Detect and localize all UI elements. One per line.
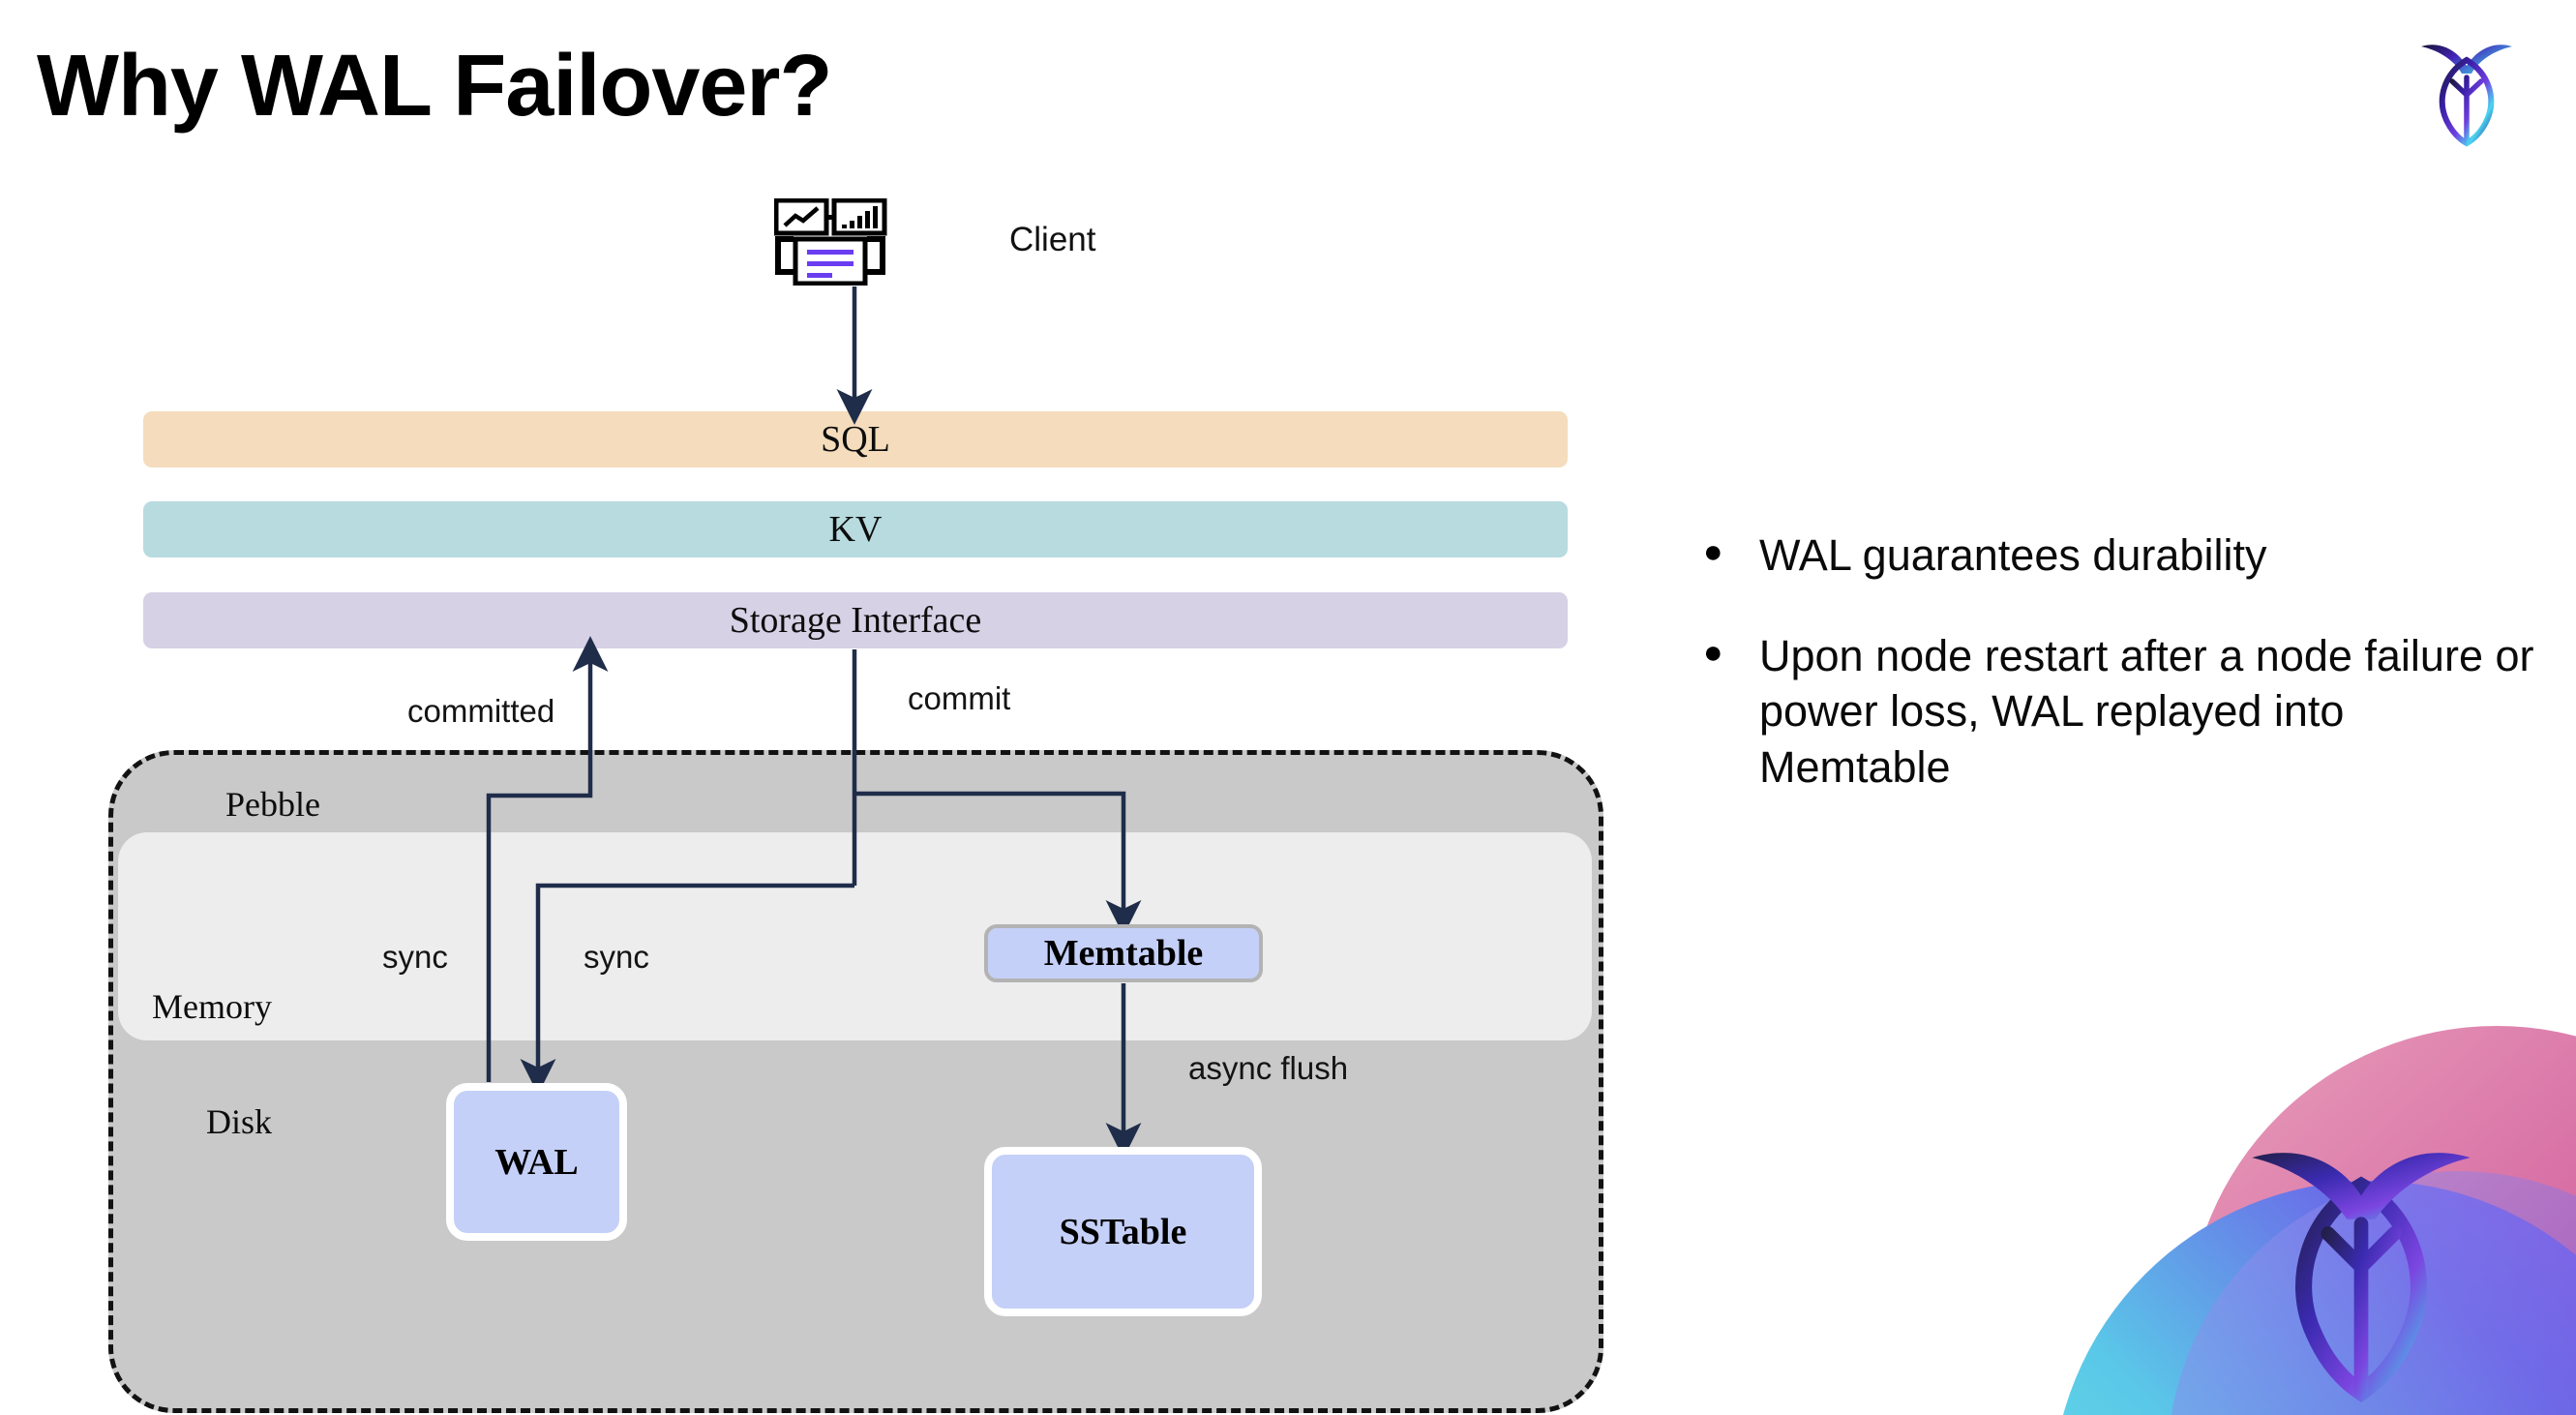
- memory-label: Memory: [152, 987, 272, 1026]
- page-title: Why WAL Failover?: [37, 38, 832, 135]
- node-memtable: Memtable: [984, 924, 1263, 982]
- cockroachdb-logo: [2421, 45, 2512, 147]
- list-item: ● WAL guarantees durability: [1703, 527, 2535, 584]
- edge-label-sync-left: sync: [382, 939, 448, 975]
- edge-label-committed: committed: [407, 693, 555, 729]
- client-monitor-icon: [774, 198, 887, 286]
- edge-label-commit: commit: [908, 680, 1011, 716]
- node-memtable-label: Memtable: [1043, 933, 1204, 974]
- node-sstable-label: SSTable: [1059, 1211, 1187, 1252]
- client-label: Client: [1009, 221, 1096, 258]
- bullet-list: ● WAL guarantees durability ● Upon node …: [1703, 527, 2535, 839]
- edge-label-async-flush: async flush: [1188, 1050, 1349, 1086]
- bullet-text: Upon node restart after a node failure o…: [1759, 630, 2534, 792]
- layer-bar-storage-interface: Storage Interface: [143, 592, 1568, 648]
- layer-bar-sql: SQL: [143, 411, 1568, 467]
- layer-bar-sql-label: SQL: [821, 419, 890, 460]
- list-item: ● Upon node restart after a node failure…: [1703, 628, 2535, 796]
- node-wal: WAL: [446, 1083, 627, 1241]
- layer-bar-storage-interface-label: Storage Interface: [729, 600, 982, 641]
- bullet-text: WAL guarantees durability: [1759, 530, 2267, 580]
- decorative-artwork: [2062, 1026, 2576, 1415]
- pebble-label: Pebble: [225, 785, 320, 824]
- layer-bar-kv: KV: [143, 501, 1568, 557]
- edge-label-sync-right: sync: [584, 939, 649, 975]
- bullet-marker-icon: ●: [1703, 633, 1723, 671]
- node-sstable: SSTable: [984, 1147, 1262, 1316]
- layer-bar-kv-label: KV: [828, 509, 883, 550]
- node-wal-label: WAL: [494, 1141, 579, 1183]
- bullet-marker-icon: ●: [1703, 533, 1723, 570]
- disk-label: Disk: [206, 1102, 273, 1141]
- memory-region: [118, 832, 1592, 1040]
